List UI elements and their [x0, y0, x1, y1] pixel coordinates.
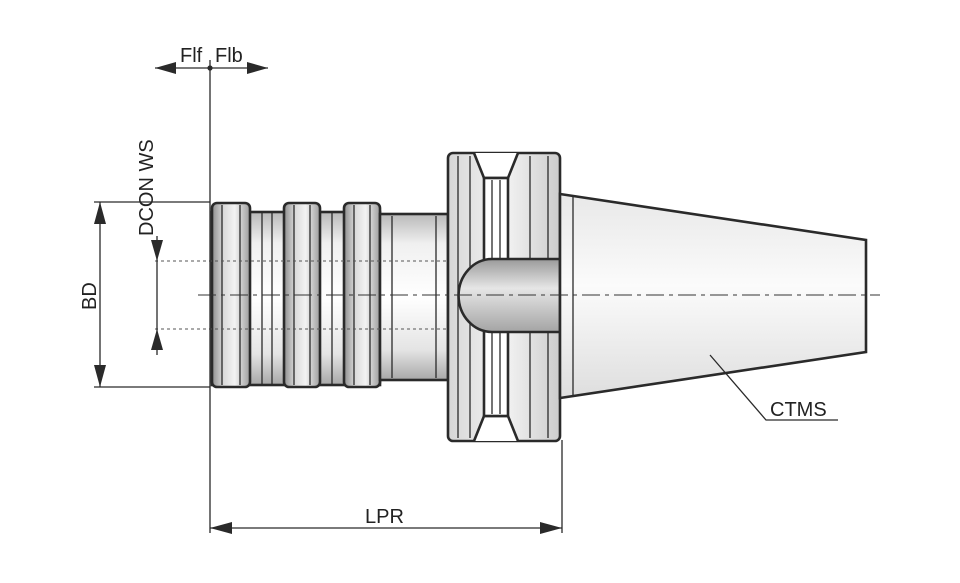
- ctms-label: CTMS: [770, 399, 827, 421]
- ctms-leader: [709, 354, 838, 421]
- flange: [446, 151, 562, 443]
- taper: [558, 192, 868, 400]
- bd-label: BD: [79, 282, 101, 310]
- neck: [378, 212, 450, 382]
- flf-flb-dimension: [155, 62, 268, 74]
- lpr-dimension: [210, 522, 562, 534]
- lpr-label: LPR: [365, 506, 404, 528]
- bd-dimension: [94, 201, 210, 388]
- dcon-ws-label: DCON WS: [136, 139, 158, 236]
- flb-label: Flb: [215, 45, 243, 67]
- flf-label: Flf: [180, 45, 203, 67]
- dcon-ws-dimension: [151, 236, 163, 355]
